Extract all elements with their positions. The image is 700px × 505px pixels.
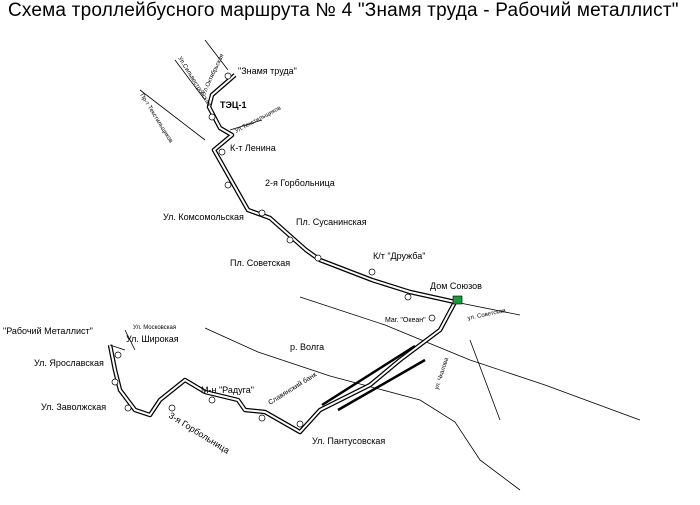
bridge-line [321, 344, 416, 407]
street-label: Пр-т Текстильщиков [138, 93, 173, 144]
stop-label: "Знамя труда" [238, 66, 297, 76]
stop-label: "Рабочий Металлист" [3, 326, 93, 336]
stop-label: Ул. Пантусовская [312, 436, 385, 446]
stop-label: Пл. Сусанинская [296, 217, 367, 227]
stop-label: 3-я Горбольница [167, 410, 231, 455]
river-bank-lower [204, 327, 521, 491]
stop-label: К/т "Дружба" [373, 251, 425, 261]
bridge-line-2 [337, 358, 426, 412]
street-label: Славянский банк [267, 370, 319, 407]
street-label: ул. Чкалова [434, 357, 450, 391]
stop-label: Дом Союзов [430, 281, 482, 291]
river-bank-upper [299, 296, 641, 421]
stop-label: 2-я Горбольница [265, 178, 335, 188]
street-label: Ул. Московская [133, 325, 176, 331]
stop-label: М-н "Радуга" [201, 385, 254, 395]
street-label: Ул.Октябрьская [201, 53, 225, 96]
stop-label: Ул. Ярославская [34, 358, 104, 368]
stop-label: Ул. Заволжская [41, 402, 106, 412]
stop-label: Ул. Широкая [126, 334, 179, 344]
depot-marker [452, 295, 463, 305]
stop-label: Пл. Советская [230, 258, 290, 268]
stop-label: Ул. Комсомольская [163, 212, 244, 222]
side-streets [109, 39, 521, 421]
street-label: ул. Советская [467, 308, 506, 322]
map-title: Схема троллейбусного маршрута № 4 "Знамя… [8, 0, 679, 21]
stop-markers [111, 72, 436, 428]
river-label: р. Волга [290, 342, 324, 352]
stop-label: ТЭЦ-1 [220, 100, 246, 110]
stop-label: Маг. "Океан" [385, 317, 426, 324]
stop-label: К-т Ленина [230, 143, 276, 153]
